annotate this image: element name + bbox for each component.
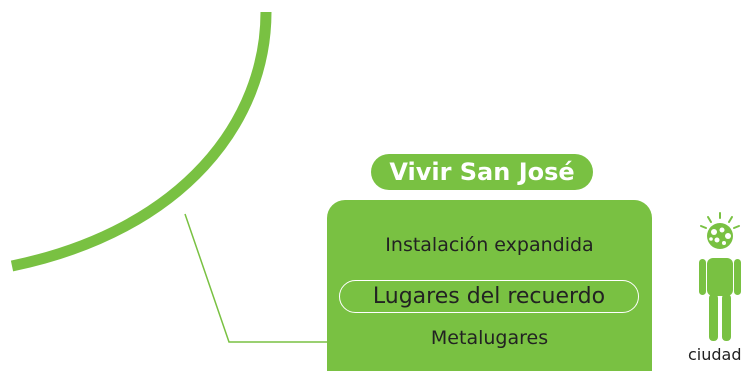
bubble-head-icon [707, 223, 733, 249]
menu-item-metalugares[interactable]: Metalugares [430, 327, 549, 349]
menu-item-instalacion[interactable]: Instalación expandida [385, 234, 594, 256]
idea-burst-icon [700, 212, 740, 229]
citizen-label: ciudad [688, 345, 742, 364]
citizen-icon[interactable] [690, 210, 748, 371]
title-text: Vivir San José [389, 158, 575, 186]
connector-line [184, 213, 327, 343]
title-pill: Vivir San José [371, 154, 593, 190]
large-arc [10, 11, 272, 272]
menu-item-lugares[interactable]: Lugares del recuerdo [372, 284, 606, 309]
menu-item-lugares-outline[interactable]: Lugares del recuerdo [339, 280, 639, 313]
person-body-icon [699, 258, 741, 341]
menu-card: Instalación expandida Lugares del recuer… [327, 200, 652, 371]
